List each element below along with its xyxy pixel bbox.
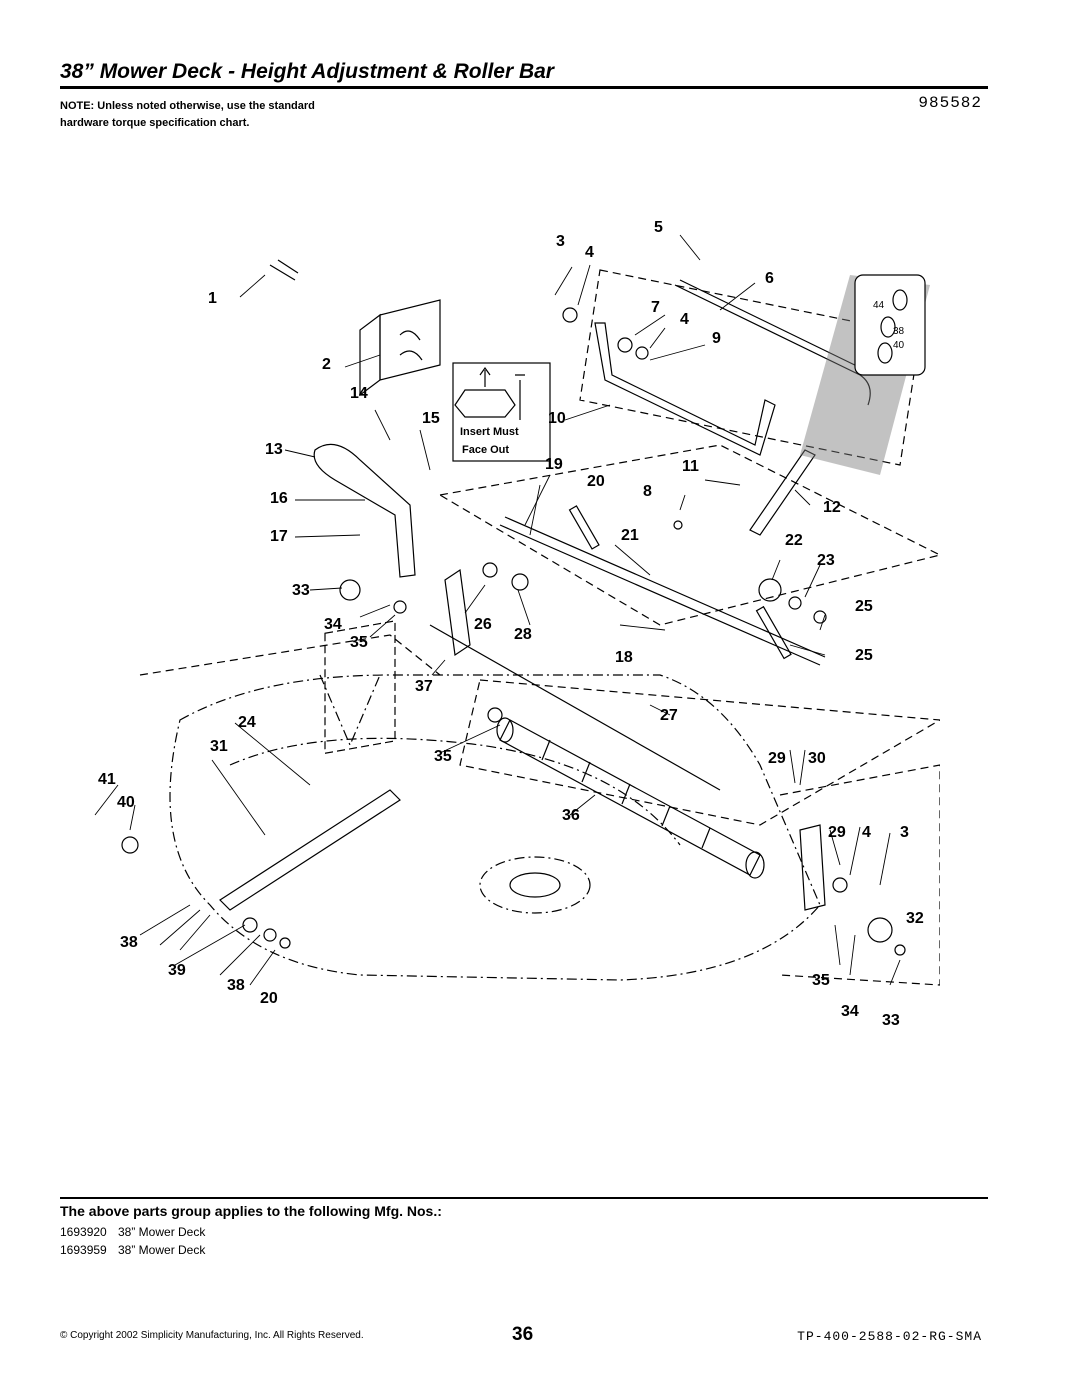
callout-1: 1 — [208, 290, 217, 307]
applies-heading: The above parts group applies to the fol… — [60, 1203, 442, 1219]
callout-21: 21 — [621, 527, 639, 544]
callout-33: 33 — [882, 1012, 900, 1025]
callout-3: 3 — [556, 233, 565, 250]
hardware-parts — [121, 307, 906, 956]
mower-deck-outline — [169, 674, 821, 981]
callout-19: 19 — [545, 456, 563, 473]
callout-8: 8 — [643, 483, 652, 500]
callout-11: 11 — [682, 458, 699, 475]
handle-grip — [313, 443, 416, 578]
callout-20: 20 — [587, 473, 605, 490]
callout-13: 13 — [265, 441, 283, 458]
mfg-number: 1693959 — [60, 1243, 107, 1257]
exploded-parts-diagram: Insert Must Face Out 1234567491011812131… — [94, 219, 940, 1025]
copyright-text: © Copyright 2002 Simplicity Manufacturin… — [60, 1330, 364, 1341]
callout-40: 40 — [117, 794, 135, 811]
drawing-number: 985582 — [918, 94, 982, 112]
roller-rod — [429, 624, 721, 791]
callout-14: 14 — [350, 385, 368, 402]
callout-4: 4 — [680, 311, 689, 328]
spindle-hub — [479, 856, 591, 914]
callout-39: 39 — [168, 962, 186, 979]
detail-callout-numbers: 44 38 40 — [873, 300, 905, 351]
page-title: 38” Mower Deck - Height Adjustment & Rol… — [60, 60, 554, 83]
callout-23: 23 — [817, 552, 835, 569]
callout-15: 15 — [422, 410, 440, 427]
header-rule — [60, 86, 988, 89]
height-plate — [444, 568, 471, 657]
mfg-number-list: 1693920 38” Mower Deck 1693959 38” Mower D… — [60, 1223, 205, 1259]
callout-26: 26 — [474, 616, 492, 633]
callout-16: 16 — [270, 490, 288, 507]
callout-38: 38 — [120, 934, 138, 951]
callout-36: 36 — [562, 807, 580, 824]
callout-31: 31 — [210, 738, 228, 755]
callout-29: 29 — [768, 750, 786, 767]
callout-35: 35 — [350, 634, 368, 651]
callout-28: 28 — [514, 626, 532, 643]
callout-34: 34 — [324, 616, 342, 633]
callout-9: 9 — [712, 330, 721, 347]
callout-5: 5 — [654, 219, 663, 236]
leader-lines — [94, 234, 901, 986]
callout-35: 35 — [434, 748, 452, 765]
insert-label-line1: Insert Must — [460, 426, 519, 438]
document-code: TP-400-2588-02-RG-SMA — [797, 1329, 982, 1344]
bracket-assembly — [269, 259, 441, 397]
callout-29: 29 — [828, 824, 846, 841]
front-bar — [219, 789, 401, 911]
callout-6: 6 — [765, 270, 774, 287]
callout-2: 2 — [322, 356, 331, 373]
callout-30: 30 — [808, 750, 826, 767]
deck-bracket — [324, 620, 396, 754]
link-arm — [749, 449, 816, 536]
detail-callout-40: 40 — [893, 340, 905, 351]
insert-box — [452, 362, 551, 462]
page-number: 36 — [512, 1324, 534, 1345]
callout-41: 41 — [98, 771, 116, 788]
side-bracket — [799, 824, 826, 911]
callout-20: 20 — [260, 990, 278, 1007]
callout-32: 32 — [906, 910, 924, 927]
roller-bar — [496, 717, 765, 879]
torque-note: NOTE: Unless noted otherwise, use the st… — [60, 100, 315, 129]
callout-38: 38 — [227, 977, 245, 994]
callout-10: 10 — [548, 410, 566, 427]
mfg-description: 38” Mower Deck — [118, 1243, 206, 1257]
applies-rule — [60, 1197, 988, 1199]
mfg-row: 1693920 38” Mower Deck — [60, 1223, 205, 1241]
callout-34: 34 — [841, 1003, 859, 1020]
callout-17: 17 — [270, 528, 288, 545]
callout-24: 24 — [238, 714, 256, 731]
mfg-number: 1693920 — [60, 1225, 107, 1239]
callout-25: 25 — [855, 598, 873, 615]
callout-35: 35 — [812, 972, 830, 989]
callout-3: 3 — [900, 824, 909, 841]
detail-callout-38: 38 — [893, 326, 905, 337]
adjust-shaft — [499, 516, 826, 666]
callout-18: 18 — [615, 649, 633, 666]
callout-12: 12 — [823, 499, 841, 516]
callout-7: 7 — [651, 299, 660, 316]
callout-22: 22 — [785, 532, 803, 549]
mfg-row: 1693959 38” Mower Deck — [60, 1241, 205, 1259]
height-adjust-bracket — [594, 322, 776, 456]
mfg-description: 38” Mower Deck — [118, 1225, 206, 1239]
callout-4: 4 — [862, 824, 871, 841]
callout-27: 27 — [660, 707, 678, 724]
callout-4: 4 — [585, 244, 594, 261]
callout-37: 37 — [415, 678, 433, 695]
callout-25: 25 — [855, 647, 873, 664]
insert-label-line2: Face Out — [462, 444, 509, 456]
detail-callout-44: 44 — [873, 300, 885, 311]
callout-33: 33 — [292, 582, 310, 599]
